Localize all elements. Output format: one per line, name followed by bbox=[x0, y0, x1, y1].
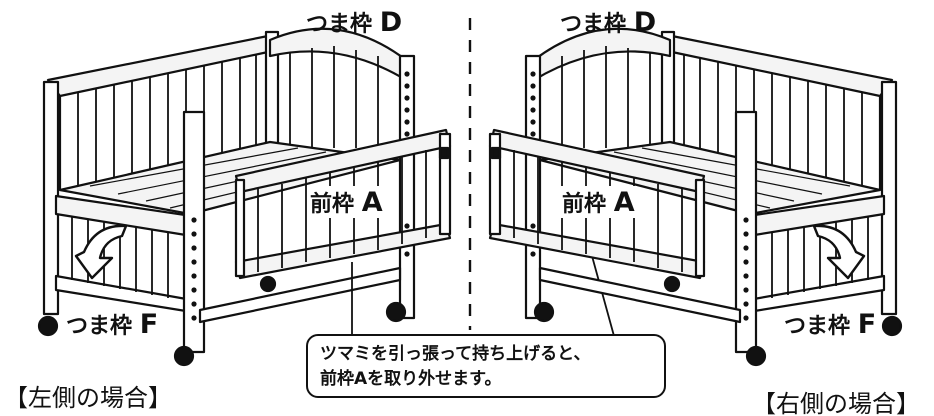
caption-left-case: 【左側の場合】 bbox=[4, 384, 172, 412]
label-front-panel-A-left: 前枠 A bbox=[308, 186, 385, 218]
callout-line-2: 前枠Aを取り外せます。 bbox=[320, 369, 502, 389]
label-letter: D bbox=[633, 7, 657, 38]
label-end-panel-D-left: つま枠 D bbox=[306, 6, 402, 38]
label-letter: A bbox=[613, 187, 635, 218]
callout-line-1: ツマミを引っ張って持ち上げると、 bbox=[320, 344, 591, 364]
front-panel-A-bottom-rail bbox=[234, 222, 452, 280]
label-letter: F bbox=[857, 309, 877, 340]
instruction-callout: ツマミを引っ張って持ち上げると、 前枠Aを取り外せます。 bbox=[306, 334, 666, 398]
label-letter: F bbox=[139, 309, 159, 340]
adjust-holes-F bbox=[191, 217, 197, 321]
label-letter: D bbox=[379, 7, 403, 38]
back-slats bbox=[77, 55, 257, 188]
rotate-down-arrow-icon bbox=[74, 224, 128, 280]
label-text: つま枠 bbox=[306, 12, 373, 37]
label-end-panel-D-right: つま枠 D bbox=[560, 6, 656, 38]
label-text: 前枠 bbox=[562, 192, 607, 217]
label-letter: A bbox=[361, 187, 383, 218]
label-text: つま枠 bbox=[784, 314, 851, 339]
crib-back-panel bbox=[46, 34, 270, 98]
end-panel-D-right-post bbox=[398, 54, 416, 320]
label-end-panel-F-right: つま枠 F bbox=[782, 308, 879, 340]
caption-right-case: 【右側の場合】 bbox=[752, 390, 920, 416]
label-front-panel-A-right: 前枠 A bbox=[560, 186, 637, 218]
label-text: 前枠 bbox=[310, 192, 355, 217]
label-text: つま枠 bbox=[560, 12, 627, 37]
label-text: つま枠 bbox=[66, 314, 133, 339]
release-knob bbox=[438, 146, 450, 160]
label-end-panel-F-left: つま枠 F bbox=[64, 308, 161, 340]
end-panel-D-slats bbox=[289, 46, 379, 150]
caster-wheel-icon bbox=[37, 275, 407, 367]
